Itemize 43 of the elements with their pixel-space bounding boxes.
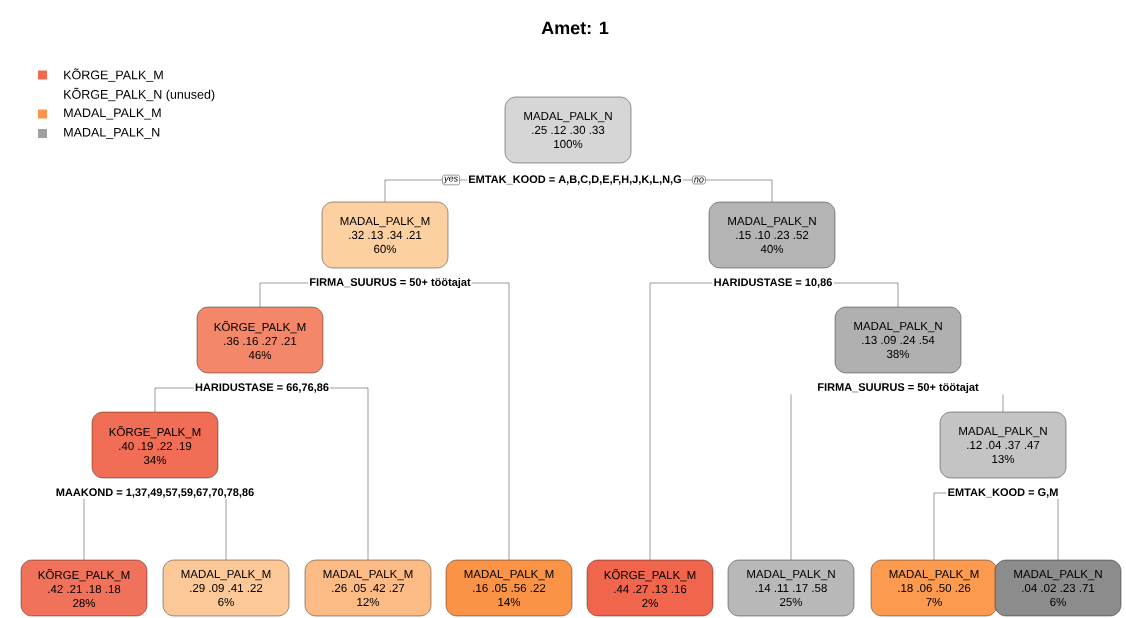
legend-label: KÕRGE_PALK_M <box>64 68 163 82</box>
tree-node-box: MADAL_PALK_N .25 .12 .30 .33 100% <box>504 96 632 164</box>
split-condition: FIRMA_SUURUS = 50+ töötajat <box>310 277 471 289</box>
tree-node-box: MADAL_PALK_M .32 .13 .34 .21 60% <box>321 201 449 269</box>
tree-node-box: KÕRGE_PALK_M .42 .21 .18 .18 28% <box>20 559 148 617</box>
tree-node-box: MADAL_PALK_N .13 .09 .24 .54 38% <box>834 306 962 374</box>
tree-branch-line <box>833 282 899 307</box>
tree-node-box: KÕRGE_PALK_M .44 .27 .13 .16 2% <box>586 559 714 617</box>
tree-branch-line <box>259 282 309 307</box>
legend-label: KÕRGE_PALK_N (unused) <box>64 87 215 102</box>
tree-branch-line <box>330 387 369 560</box>
tree-branch-line <box>83 498 85 560</box>
tree-node-box: MADAL_PALK_M .26 .05 .42 .27 12% <box>304 559 432 617</box>
tree-node-box: MADAL_PALK_M .16 .05 .56 .22 14% <box>445 559 573 617</box>
split-condition: EMTAK_KOOD = A,B,C,D,E,F,H,J,K,L,N,G <box>469 175 682 185</box>
split-condition: HARIDUSTASE = 66,76,86 <box>195 383 329 393</box>
tree-node-box: MADAL_PALK_N .15 .10 .23 .52 40% <box>708 201 836 269</box>
tree-branch-line <box>154 387 194 412</box>
tree-branch-line <box>790 394 792 560</box>
tree-node-box: KÕRGE_PALK_M .36 .16 .27 .21 46% <box>196 306 324 374</box>
tree-branch-line <box>1002 394 1004 412</box>
split-condition: EMTAK_KOOD = G,M <box>948 488 1058 498</box>
edge-label: yes <box>442 174 460 186</box>
tree-branch-line <box>225 498 227 560</box>
tree-node-box: MADAL_PALK_N .04 .02 .23 .71 6% <box>994 559 1122 617</box>
legend-label: MADAL_PALK_N <box>64 127 160 140</box>
tree-branch-line <box>1057 498 1059 560</box>
tree-branch-line <box>682 179 773 202</box>
tree-node-box: MADAL_PALK_N .12 .04 .37 .47 13% <box>939 411 1067 479</box>
title: Amet: 1 <box>541 21 609 35</box>
split-condition: FIRMA_SUURUS = 50+ töötajat <box>818 382 979 394</box>
tree-branch-line <box>933 492 947 560</box>
tree-node-box: MADAL_PALK_N .14 .11 .17 .58 25% <box>727 559 855 617</box>
tree-node-box: MADAL_PALK_M .18 .06 .50 .26 7% <box>870 559 998 617</box>
legend-label: MADAL_PALK_M <box>64 108 161 120</box>
tree-branch-line <box>384 179 468 202</box>
tree-branch-line <box>471 282 510 560</box>
split-condition: HARIDUSTASE = 10,86 <box>714 278 832 288</box>
tree-node-box: MADAL_PALK_M .29 .09 .41 .22 6% <box>162 559 290 617</box>
edge-label: no <box>692 175 706 185</box>
tree-branch-line <box>649 282 713 560</box>
split-condition: MAAKOND = 1,37,49,57,59,67,70,78,86 <box>56 488 254 498</box>
tree-node-box: KÕRGE_PALK_M .40 .19 .22 .19 34% <box>91 411 219 479</box>
